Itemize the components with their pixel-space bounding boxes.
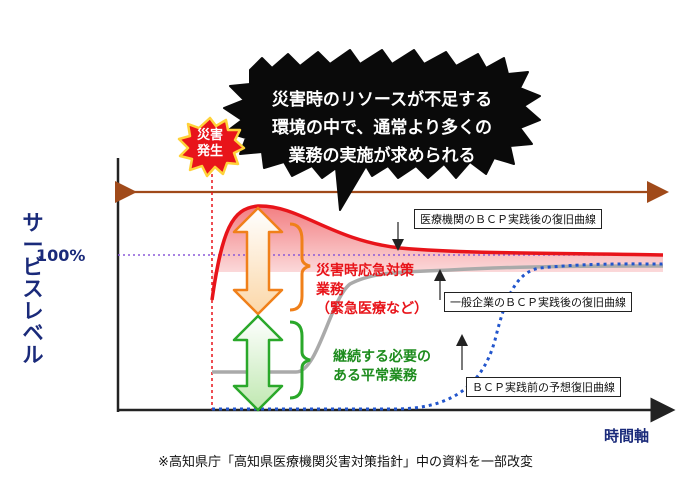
emergency-line: 災害時応急対策 — [316, 263, 414, 279]
emergency-line: （緊急医療など） — [316, 301, 428, 317]
bubble-line: 災害時のリソースが不足する — [271, 90, 493, 110]
normal-label: 継続する必要の ある平常業務 — [333, 348, 431, 386]
general-bcp-curve — [212, 264, 664, 374]
medical-bcp-curve — [210, 204, 664, 301]
footnote: ※高知県庁「高知県医療機関災害対策指針」中の資料を一部改変 — [158, 455, 533, 470]
normal-double-arrow — [232, 314, 284, 412]
pre-bcp-callout: ＢＣＰ実践前の予想復旧曲線 — [466, 377, 621, 397]
normal-line: ある平常業務 — [333, 368, 417, 384]
normal-line: 継続する必要の — [333, 349, 431, 365]
speech-bubble-text: 災害時のリソースが不足する 環境の中で、通常より多くの 業務の実施が求められる — [232, 86, 532, 170]
disaster-burst — [177, 116, 246, 178]
y-axis-label: サ ー ビ ス レ ベ ル — [18, 212, 48, 366]
emergency-area — [212, 205, 663, 300]
disaster-burst-text: 災害 発生 — [183, 128, 237, 160]
level-100-label: 100% — [36, 246, 86, 265]
burst-line: 災害 — [196, 128, 223, 143]
y-axis-char: サ — [22, 211, 44, 235]
emergency-label: 災害時応急対策 業務 （緊急医療など） — [316, 262, 428, 319]
medical-bcp-callout: 医療機関のＢＣＰ実践後の復旧曲線 — [414, 209, 602, 229]
speech-bubble — [223, 49, 541, 211]
normal-bracket — [289, 320, 311, 400]
y-axis-char: ス — [22, 277, 44, 301]
bubble-line: 環境の中で、通常より多くの — [272, 118, 492, 138]
y-axis-char: ル — [22, 343, 44, 367]
emergency-line: 業務 — [316, 282, 344, 298]
burst-line: 発生 — [196, 144, 223, 159]
y-axis-char: ー — [22, 233, 44, 257]
y-axis-char: ビ — [22, 255, 44, 279]
bubble-line: 業務の実施が求められる — [288, 146, 476, 166]
x-axis-label: 時間軸 — [604, 427, 650, 445]
general-bcp-callout: 一般企業のＢＣＰ実践後の復旧曲線 — [444, 292, 632, 312]
emergency-bracket — [289, 222, 311, 312]
y-axis-char: ベ — [22, 321, 44, 345]
y-axis-char: レ — [22, 299, 44, 323]
emergency-double-arrow — [232, 206, 284, 316]
